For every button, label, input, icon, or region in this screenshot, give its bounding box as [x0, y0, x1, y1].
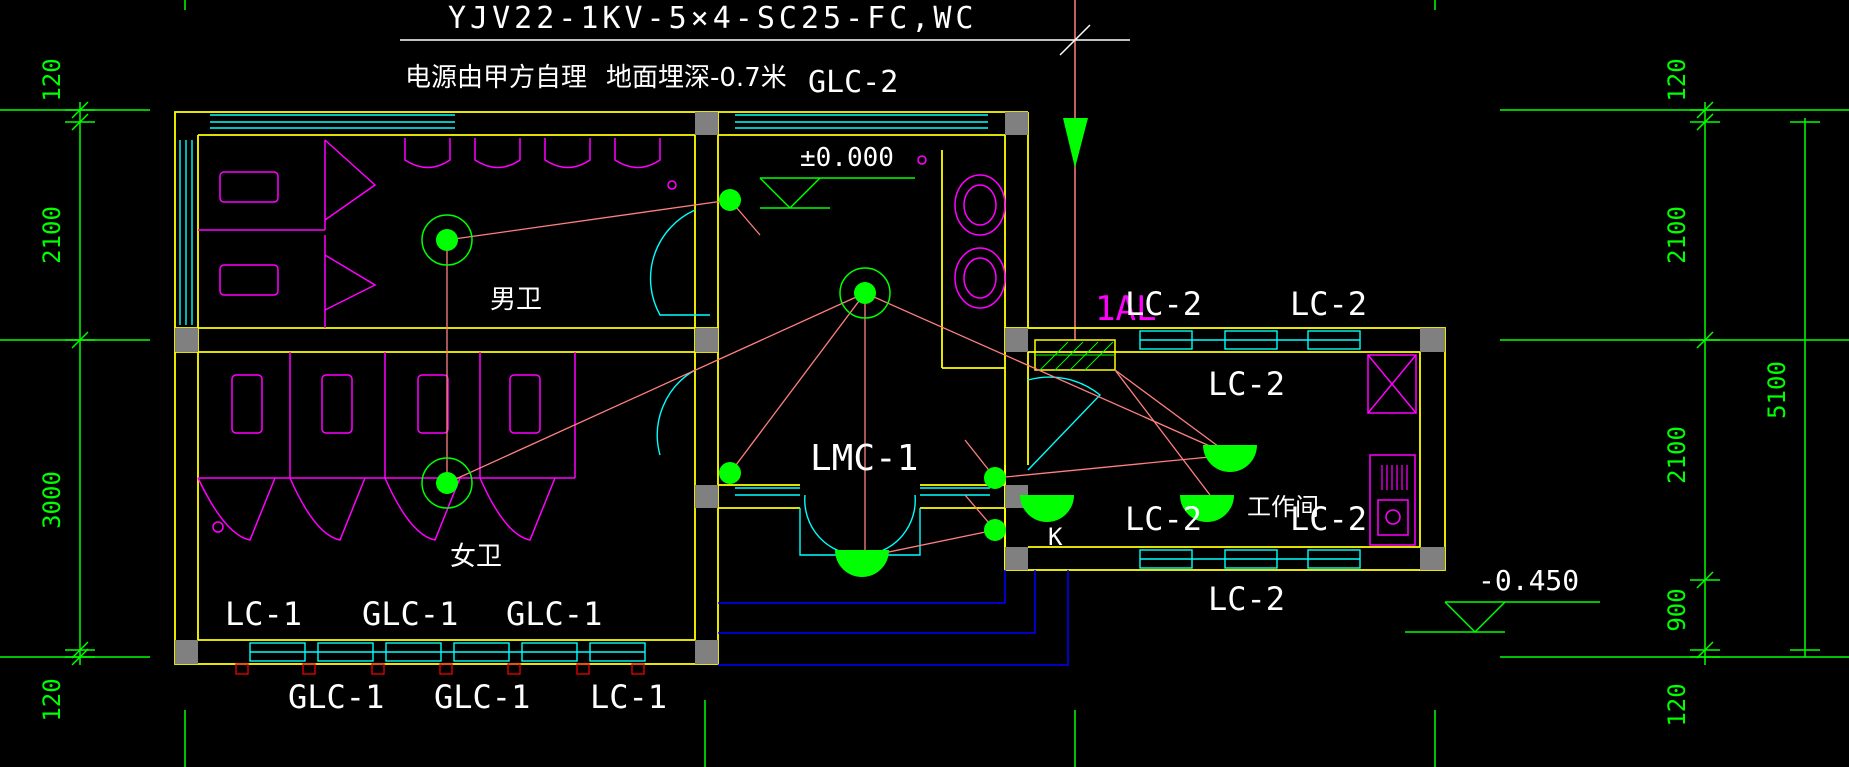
window-label-lc1-upper: LC-1 — [225, 595, 302, 633]
window-label-lc2-d: LC-2 — [1125, 500, 1202, 538]
window-label-lc2-f: LC-2 — [1208, 580, 1285, 618]
depth-note-text: 地面埋深-0.7米 — [606, 63, 787, 93]
left-dimension-labels: 120 2100 3000 120 — [38, 58, 66, 721]
window-sill-ticks — [235, 663, 645, 675]
wall-lamps — [719, 189, 1257, 577]
window-label-lc2-e: LC-2 — [1290, 500, 1367, 538]
wall-lamp-icon — [719, 189, 741, 211]
elevation-mark-main — [759, 177, 915, 210]
room-label-women: 女卫 — [450, 542, 502, 572]
window-label-glc1-upper-b: GLC-1 — [506, 595, 602, 633]
switch-label: K — [1048, 523, 1063, 551]
panel-label: 1AL — [1095, 289, 1156, 329]
ceiling-light-icon — [421, 457, 473, 509]
fixtures — [197, 138, 1417, 546]
elevation-mark-outside — [1405, 601, 1600, 634]
window-label-glc1-lower-b: GLC-1 — [434, 678, 530, 716]
dim-right-top: 120 — [1663, 58, 1691, 101]
dim-right-2100-b: 2100 — [1663, 426, 1691, 484]
dim-right-900: 900 — [1663, 588, 1691, 631]
cable-entry-arrow-icon — [1063, 118, 1088, 168]
dim-left-2100: 2100 — [38, 206, 66, 264]
window-label-lc2-c: LC-2 — [1208, 365, 1285, 403]
dim-right-bottom: 120 — [1663, 683, 1691, 726]
top-window-label: GLC-2 — [808, 65, 898, 100]
dim-left-bottom: 120 — [38, 678, 66, 721]
window-label-lc2-a: LC-2 — [1125, 285, 1202, 323]
window-label-lc1-lower: LC-1 — [590, 678, 667, 716]
room-label-workroom: 工作间 — [1247, 493, 1319, 521]
wall-lamp-icon — [719, 462, 741, 484]
window-label-glc1-lower-a: GLC-1 — [288, 678, 384, 716]
underground-cables — [718, 570, 1069, 666]
dim-right-2100-a: 2100 — [1663, 206, 1691, 264]
semicircle-lamp-icon — [1180, 495, 1234, 522]
dim-right-total: 5100 — [1763, 361, 1791, 419]
wall-lamp-icon — [984, 467, 1006, 489]
dim-left-top: 120 — [38, 58, 66, 101]
room-label-men: 男卫 — [490, 285, 542, 315]
semicircle-lamp-icon — [1020, 495, 1074, 522]
elevation-main-text: ±0.000 — [800, 143, 894, 173]
panel-hatch — [1035, 341, 1115, 371]
cable-spec-text: YJV22-1KV-5×4-SC25-FC,WC — [448, 1, 977, 36]
wiring — [446, 199, 1231, 561]
semicircle-lamp-icon — [835, 550, 889, 577]
right-dimension-chain — [1690, 101, 1820, 665]
window-label-glc1-upper-a: GLC-1 — [362, 595, 458, 633]
dim-left-3000: 3000 — [38, 471, 66, 529]
sink-grille — [1381, 465, 1408, 490]
ceiling-light-icon — [839, 267, 891, 319]
right-dimension-labels: 120 2100 2100 900 120 5100 — [1663, 58, 1791, 726]
semicircle-lamp-icon — [1203, 445, 1257, 472]
left-dimension-chain — [65, 101, 95, 666]
ceiling-lights — [421, 214, 891, 509]
ceiling-light-icon — [421, 214, 473, 266]
power-note-text: 电源由甲方自理 — [405, 63, 587, 93]
door-label: LMC-1 — [810, 438, 918, 479]
columns — [175, 112, 1445, 664]
elevation-outside-text: -0.450 — [1478, 564, 1579, 597]
window-label-lc2-b: LC-2 — [1290, 285, 1367, 323]
wall-lamp-icon — [984, 519, 1006, 541]
windows — [179, 114, 1361, 662]
incoming-cable — [1059, 0, 1091, 340]
